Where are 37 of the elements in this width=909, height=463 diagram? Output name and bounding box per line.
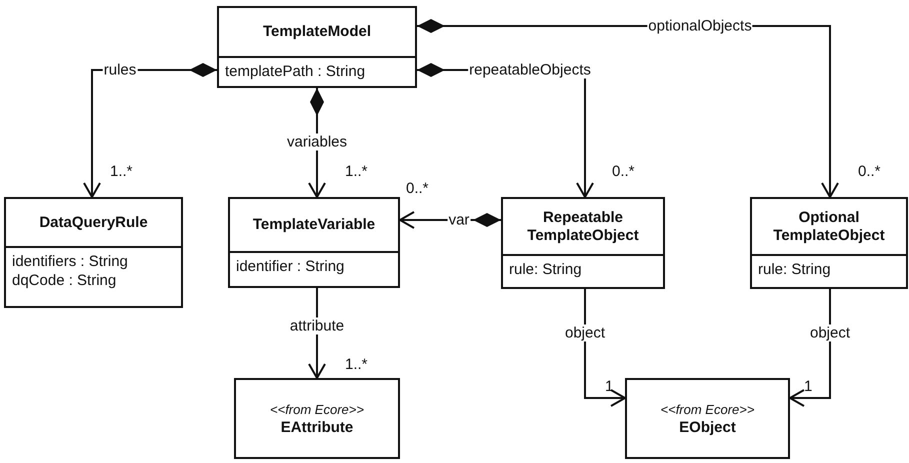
multiplicity-label: 0..*: [406, 180, 429, 197]
association-arrow: [789, 289, 831, 407]
class-name: TemplateVariable: [230, 199, 398, 253]
class-box: [501, 197, 665, 289]
attribute-text: identifier : String: [235, 257, 346, 276]
class-box: [217, 6, 417, 88]
multiplicity-label: 1..*: [345, 163, 368, 180]
edge-label: variables: [286, 134, 348, 150]
class-name: EObject: [678, 418, 737, 436]
class-name: EAttribute: [280, 418, 354, 436]
stereotype-text: <<from Ecore>>: [269, 400, 365, 418]
multiplicity-label: 1..*: [110, 163, 133, 180]
association-arrow: [584, 289, 626, 407]
multiplicity-label: 0..*: [858, 163, 881, 180]
stereotype-text: <<from Ecore>>: [660, 400, 756, 418]
class-name: Repeatable TemplateObject: [503, 199, 663, 256]
class-box: [750, 197, 908, 289]
attribute-text: rule: String: [757, 260, 832, 279]
attribute-text: templatePath : String: [224, 62, 366, 81]
attribute-text: rule: String: [508, 260, 583, 279]
multiplicity-label: 0..*: [612, 163, 635, 180]
class-name: DataQueryRule: [6, 199, 181, 248]
multiplicity-label: 1..*: [345, 356, 368, 373]
attribute-text: identifiers : String: [11, 252, 129, 271]
class-name: Optional TemplateObject: [752, 199, 906, 256]
edge-label: object: [808, 324, 852, 342]
multiplicity-label: 1: [804, 378, 812, 395]
class-box: [228, 197, 400, 288]
class-name: TemplateModel: [219, 8, 415, 58]
attribute-text: dqCode : String: [11, 271, 118, 290]
class-box: [4, 197, 183, 308]
class-box: [234, 378, 400, 459]
class-box: [625, 378, 790, 459]
edge-label: repeatableObjects: [468, 62, 592, 78]
edge-label: optionalObjects: [647, 18, 753, 34]
edge-label: attribute: [288, 318, 346, 334]
edge-label: object: [564, 324, 606, 342]
